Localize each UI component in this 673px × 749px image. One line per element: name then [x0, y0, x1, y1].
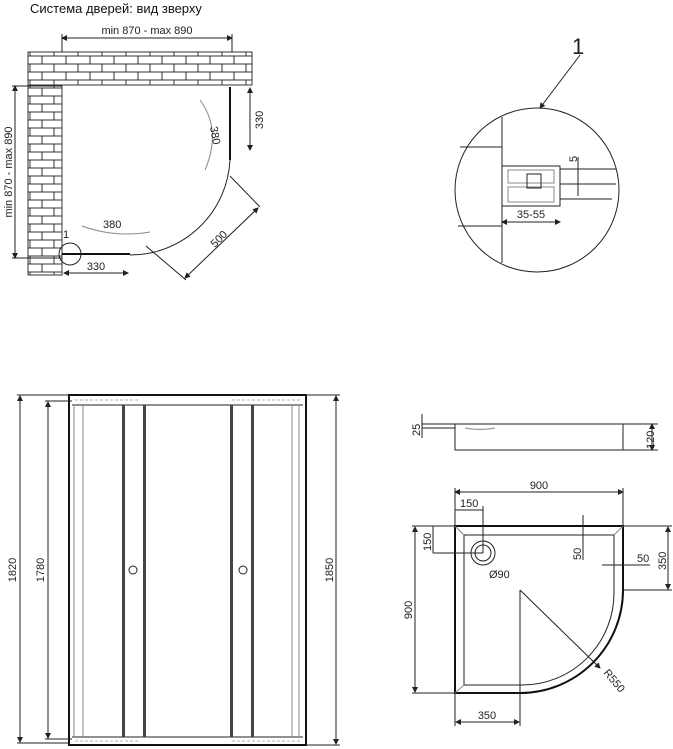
tray-width-dim: 900 [530, 480, 548, 492]
gap-dim: 5 [568, 156, 580, 162]
door-opening-dim: 500 [209, 229, 230, 250]
drain-diameter: Ø90 [489, 569, 510, 581]
front-view: 1820 1780 1850 [7, 394, 340, 746]
top-view: Система дверей: вид зверху min 870 - max… [3, 1, 266, 281]
tray-rim-dim: 25 [411, 424, 423, 436]
top-view-title: Система дверей: вид зверху [30, 1, 202, 16]
door-swing-bottom: 380 [103, 219, 121, 231]
adjust-dim: 35-55 [517, 209, 545, 221]
side-panel-dim: 330 [254, 111, 266, 129]
drain-y-dim: 150 [422, 533, 434, 551]
tray-side-view: 25 120 [411, 414, 658, 451]
height-outer-left: 1820 [7, 558, 19, 582]
rim-width-side: 50 [637, 553, 649, 565]
door-handle-left [128, 565, 138, 575]
door-swing-right: 380 [207, 125, 222, 145]
depth-dim: min 870 - max 890 [3, 126, 15, 217]
detail-callout-circle [58, 242, 82, 266]
straight-side-bottom: 350 [478, 710, 496, 722]
door-handle-right [238, 565, 248, 575]
detail-label: 1 [572, 34, 584, 59]
brick-wall-top [27, 51, 253, 86]
drain-x-dim: 150 [460, 498, 478, 510]
tray-radius: R550 [601, 667, 627, 695]
straight-side-right: 350 [657, 552, 669, 570]
tray-depth-dim: 900 [403, 601, 415, 619]
tray-height-dim: 120 [645, 431, 657, 449]
tray-plan-view: Ø90 900 150 900 150 50 50 350 350 R550 [403, 480, 672, 726]
width-dim: min 870 - max 890 [101, 25, 192, 37]
brick-wall-left [27, 84, 63, 276]
height-right: 1850 [324, 558, 336, 582]
detail-callout-label: 1 [63, 229, 69, 241]
height-inner-left: 1780 [35, 558, 47, 582]
bottom-panel-dim: 330 [87, 261, 105, 273]
rim-width-top: 50 [572, 548, 584, 560]
detail-view: 1 5 35-55 [454, 34, 620, 273]
